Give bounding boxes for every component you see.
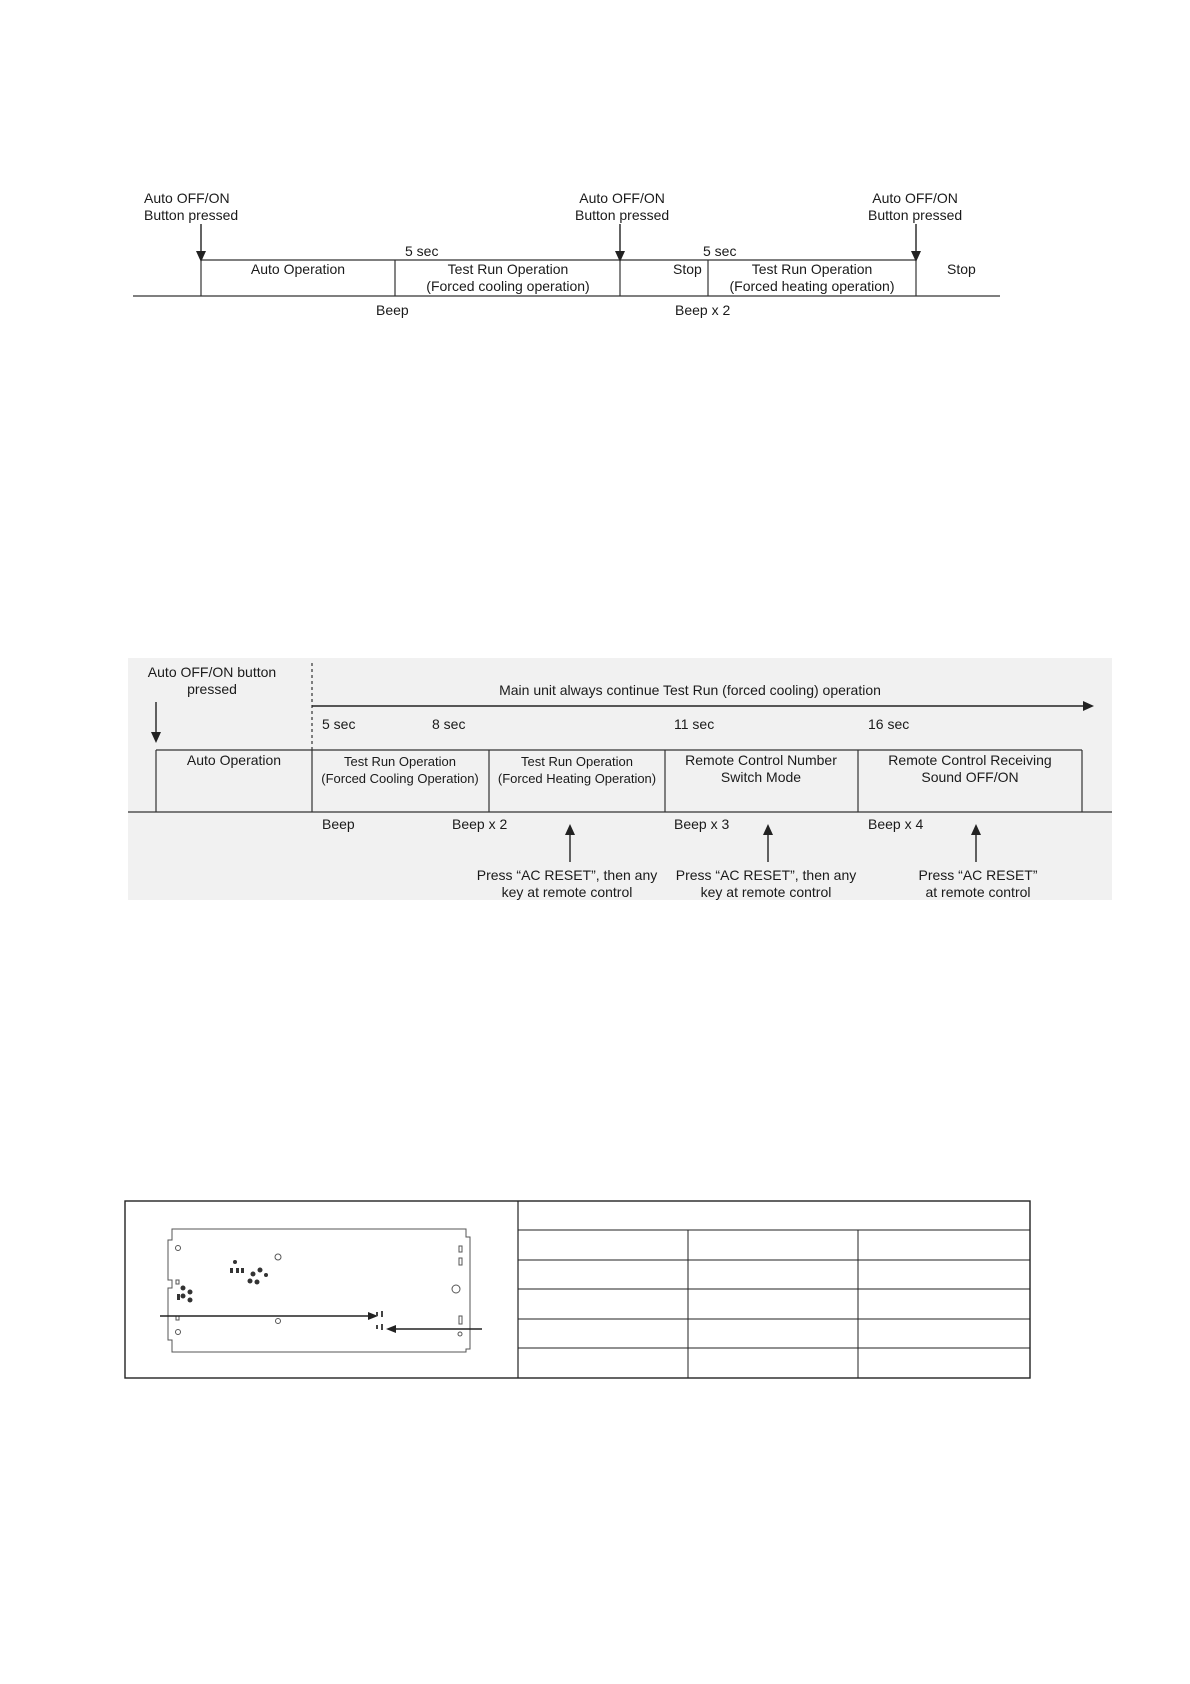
segment-forced-heating: Test Run Operation (Forced heating opera… bbox=[729, 261, 895, 294]
segment-stop: Stop bbox=[673, 261, 702, 277]
segment-remote-number-switch: Remote Control Number Switch Mode bbox=[685, 752, 837, 785]
beep-label: Beep x 4 bbox=[868, 816, 924, 832]
timing-diagram-2-background bbox=[128, 658, 1112, 900]
up-arrow bbox=[971, 824, 981, 862]
segment-forced-cooling: Test Run Operation (Forced Cooling Opera… bbox=[321, 754, 479, 786]
timing-label: 5 sec bbox=[703, 243, 737, 259]
up-arrow bbox=[763, 824, 773, 862]
pcb-board-drawing bbox=[160, 1228, 482, 1353]
beep-label: Beep x 3 bbox=[674, 816, 730, 832]
pointer-arrowhead bbox=[368, 1312, 378, 1320]
instruction-label: Press “AC RESET”, then any key at remote… bbox=[476, 867, 658, 900]
instruction-label: Press “AC RESET” at remote control bbox=[918, 867, 1038, 900]
pointer-arrowhead bbox=[386, 1325, 396, 1333]
timing-label: 8 sec bbox=[432, 716, 466, 732]
segment-forced-heating: Test Run Operation (Forced Heating Opera… bbox=[497, 754, 657, 786]
instruction-label: Press “AC RESET”, then any key at remote… bbox=[675, 867, 857, 900]
board-table-lines bbox=[124, 1200, 1031, 1379]
press-arrow bbox=[151, 702, 161, 743]
segment-stop: Stop bbox=[947, 261, 976, 277]
beep-label: Beep x 2 bbox=[452, 816, 508, 832]
beep-label: Beep bbox=[376, 302, 409, 318]
timing-diagram-1-lines bbox=[133, 224, 1000, 297]
press-arrow bbox=[911, 224, 921, 262]
continuation-banner: Main unit always continue Test Run (forc… bbox=[499, 682, 881, 698]
timing-label: 5 sec bbox=[322, 716, 356, 732]
pcb-outline bbox=[167, 1228, 471, 1353]
segment-auto-operation: Auto Operation bbox=[250, 261, 346, 277]
timing-diagram-2-lines bbox=[128, 663, 1112, 862]
timing-label: 16 sec bbox=[868, 716, 910, 732]
timing-label: 11 sec bbox=[674, 716, 715, 732]
segment-auto-operation: Auto Operation bbox=[186, 752, 282, 768]
timing-label: 5 sec bbox=[405, 243, 439, 259]
up-arrow bbox=[565, 824, 575, 862]
beep-label: Beep bbox=[322, 816, 355, 832]
beep-label: Beep x 2 bbox=[675, 302, 731, 318]
component-cluster bbox=[177, 1285, 193, 1303]
press-label: Auto OFF/ON Button pressed bbox=[144, 190, 239, 223]
press-label: Auto OFF/ON button pressed bbox=[147, 664, 277, 697]
press-label: Auto OFF/ON Button pressed bbox=[868, 190, 963, 223]
component-cluster bbox=[230, 1260, 268, 1285]
press-label: Auto OFF/ON Button pressed bbox=[575, 190, 670, 223]
press-arrow bbox=[196, 224, 206, 262]
segment-remote-sound: Remote Control Receiving Sound OFF/ON bbox=[888, 752, 1052, 785]
continuation-arrowhead bbox=[1083, 701, 1094, 711]
press-arrow bbox=[615, 224, 625, 262]
segment-forced-cooling: Test Run Operation (Forced cooling opera… bbox=[426, 261, 590, 294]
